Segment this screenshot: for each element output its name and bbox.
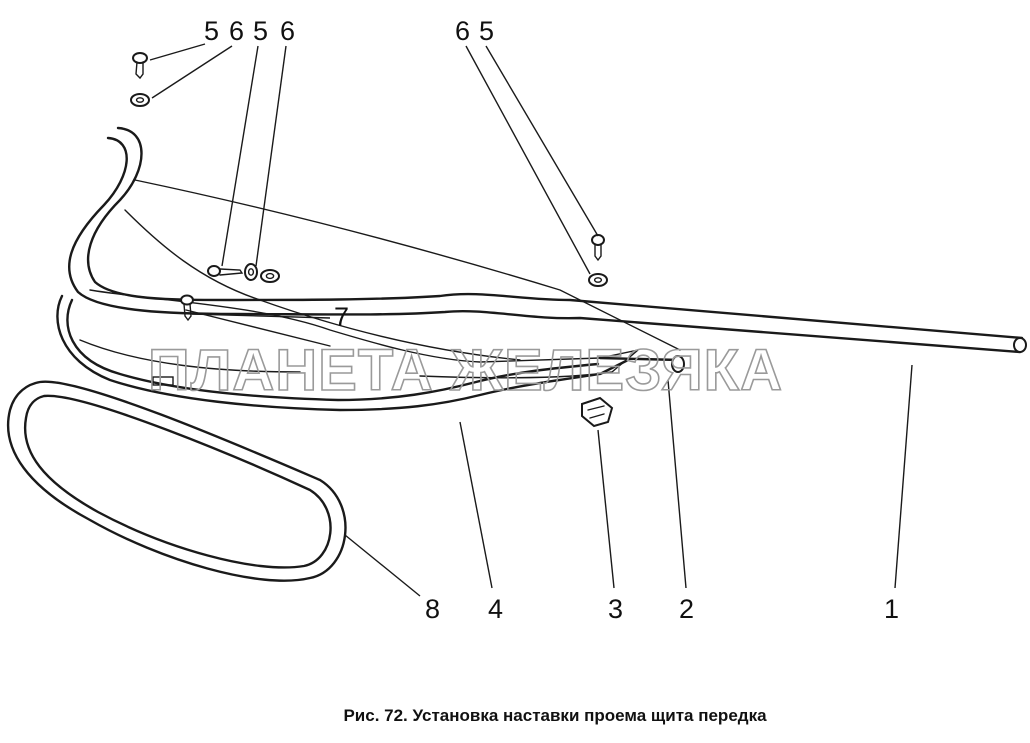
callout-2: 2 [679,594,694,624]
part-3-clip [581,396,614,428]
callout-5: 5 [204,16,219,46]
screw-icon [591,234,605,262]
washer-icon [260,269,280,283]
callout-6: 6 [229,16,244,46]
figure-caption: Рис. 72. Установка наставки проема щита … [0,706,1030,726]
screw-icon [180,294,194,322]
part-4-lower-strip [56,294,630,412]
part-8-oval-seal [6,380,347,582]
callout-3: 3 [608,594,623,624]
callout-7: 7 [334,302,349,332]
fasteners [130,52,608,322]
part-2-panel-extension [89,179,685,386]
washer-icon [244,263,258,281]
callouts: 5 6 5 6 6 5 7 8 4 3 2 1 [204,16,899,624]
part-1-seal-tube [68,126,1027,354]
watermark-text: ПЛАНЕТА ЖЕЛЕЗЯКА [148,338,783,403]
callout-6: 6 [455,16,470,46]
assembly-diagram: 5 6 5 6 6 5 7 8 4 3 2 1 ПЛАНЕТА ЖЕЛЕЗЯКА [6,16,1027,624]
callout-8: 8 [425,594,440,624]
washer-icon [588,273,608,287]
callout-5: 5 [253,16,268,46]
callout-1: 1 [884,594,899,624]
screw-icon [207,265,244,277]
callout-6: 6 [280,16,295,46]
callout-5: 5 [479,16,494,46]
washer-icon [130,93,150,107]
caption-text: Рис. 72. Установка наставки проема щита … [343,706,767,725]
leader-lines [149,43,913,597]
screw-icon [132,52,148,80]
callout-4: 4 [488,594,503,624]
